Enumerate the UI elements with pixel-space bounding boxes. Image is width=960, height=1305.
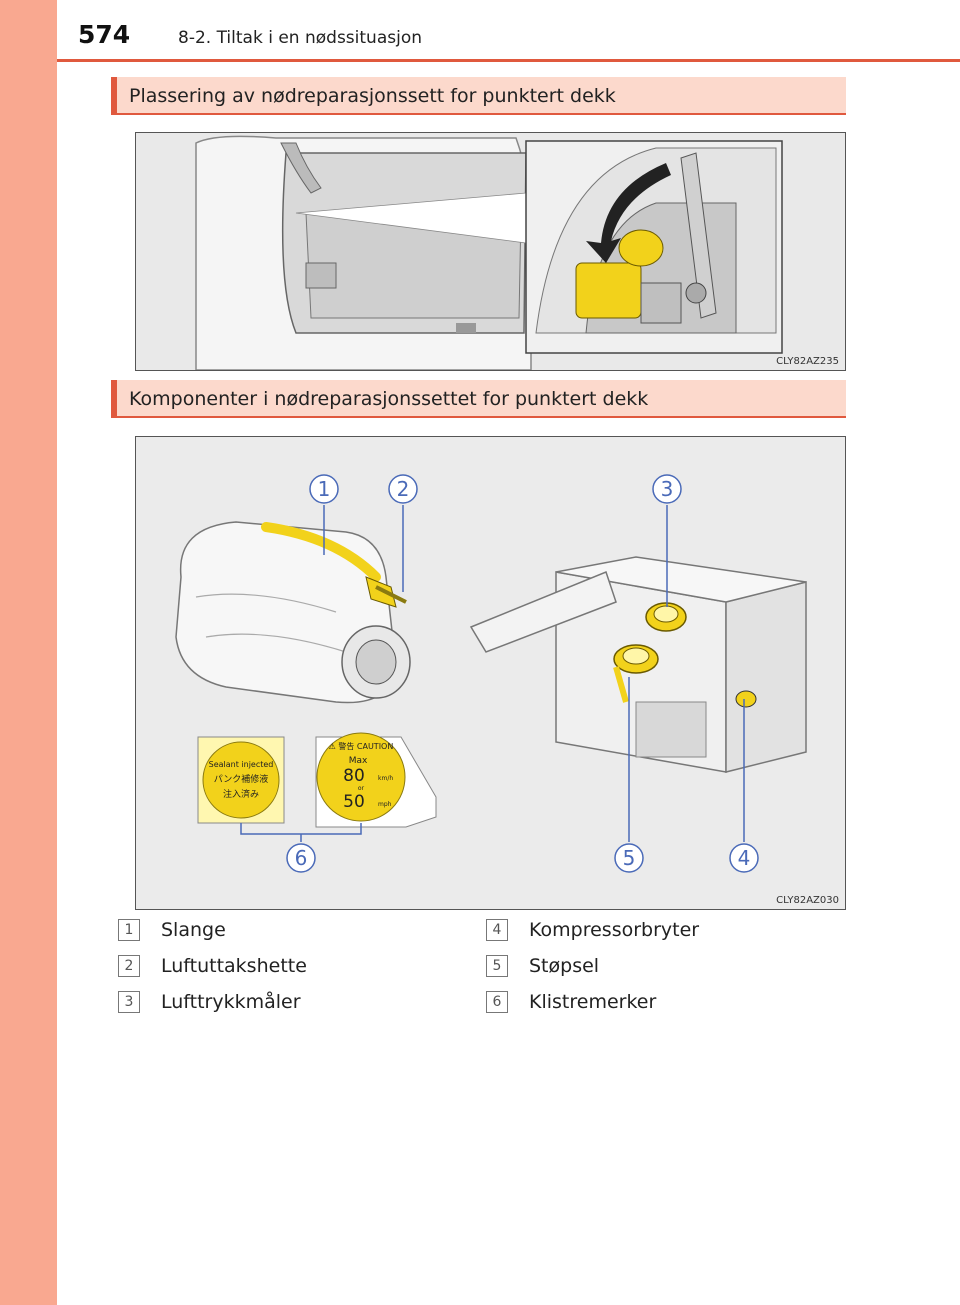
sealant-bottle — [175, 521, 411, 704]
sticker-text: mph — [378, 801, 392, 808]
legend-item-5: 5 Støpsel — [486, 954, 599, 978]
legend-item-6: 6 Klistremerker — [486, 990, 656, 1014]
sticker-text: km/h — [378, 775, 393, 782]
legend-label: Slange — [161, 919, 226, 941]
callout-3: 3 — [652, 474, 682, 504]
legend-number: 5 — [486, 955, 508, 977]
legend-item-3: 3 Lufttrykkmåler — [118, 990, 301, 1014]
trunk-illustration — [136, 133, 845, 370]
legend-number: 4 — [486, 919, 508, 941]
legend-label: Klistremerker — [529, 991, 657, 1013]
callout-number: 6 — [295, 846, 308, 870]
sticker-text: ⚠ 警告 CAUTION — [329, 741, 394, 751]
figure-code: CLY82AZ030 — [776, 895, 839, 906]
figure-trunk-location: CLY82AZ235 — [135, 132, 846, 371]
side-strip — [0, 0, 57, 1305]
sticker-text: 50 — [343, 792, 365, 812]
legend-item-2: 2 Luftuttakshette — [118, 954, 307, 978]
legend-number: 1 — [118, 919, 140, 941]
callout-number: 2 — [397, 477, 410, 501]
sticker-text: 注入済み — [223, 788, 259, 800]
section-heading-location: Plassering av nødreparasjonssett for pun… — [111, 77, 846, 115]
legend-item-1: 1 Slange — [118, 918, 226, 942]
section-title: Komponenter i nødreparasjonssettet for p… — [129, 388, 649, 410]
section-title: Plassering av nødreparasjonssett for pun… — [129, 85, 616, 107]
callout-6: 6 — [286, 843, 316, 873]
callout-2: 2 — [388, 474, 418, 504]
legend-label: Lufttrykkmåler — [161, 991, 301, 1013]
figure-code: CLY82AZ235 — [776, 356, 839, 367]
callout-1: 1 — [309, 474, 339, 504]
chapter-title: 8-2. Tiltak i en nødssituasjon — [178, 28, 422, 48]
legend-number: 2 — [118, 955, 140, 977]
sticker-speed-caution: ⚠ 警告 CAUTION Max 80 km/h or 50 mph — [315, 732, 437, 828]
compressor-box — [469, 556, 807, 773]
legend-label: Kompressorbryter — [529, 919, 700, 941]
sticker-text: Sealant injected — [209, 760, 274, 769]
callout-number: 1 — [318, 477, 331, 501]
section-heading-components: Komponenter i nødreparasjonssettet for p… — [111, 380, 846, 418]
sticker-text: 80 — [343, 766, 365, 786]
callout-number: 4 — [738, 846, 751, 870]
callout-lines — [240, 505, 745, 842]
callout-4: 4 — [729, 843, 759, 873]
legend-number: 3 — [118, 991, 140, 1013]
header-rule — [57, 59, 960, 62]
legend-label: Luftuttakshette — [161, 955, 307, 977]
callout-number: 5 — [623, 846, 636, 870]
sticker-text: パンク補修液 — [214, 773, 268, 785]
sticker-sealant-injected: Sealant injected パンク補修液 注入済み — [197, 736, 285, 824]
page-number: 574 — [78, 20, 131, 49]
legend-number: 6 — [486, 991, 508, 1013]
kit-illustration: Sealant injected パンク補修液 注入済み ⚠ 警告 CAUTIO… — [136, 437, 845, 909]
legend-label: Støpsel — [529, 955, 600, 977]
legend-item-4: 4 Kompressorbryter — [486, 918, 699, 942]
figure-kit-components: Sealant injected パンク補修液 注入済み ⚠ 警告 CAUTIO… — [135, 436, 846, 910]
callout-5: 5 — [614, 843, 644, 873]
callout-number: 3 — [661, 477, 674, 501]
sticker-text: Max — [349, 756, 368, 766]
sticker-text: or — [358, 785, 365, 792]
